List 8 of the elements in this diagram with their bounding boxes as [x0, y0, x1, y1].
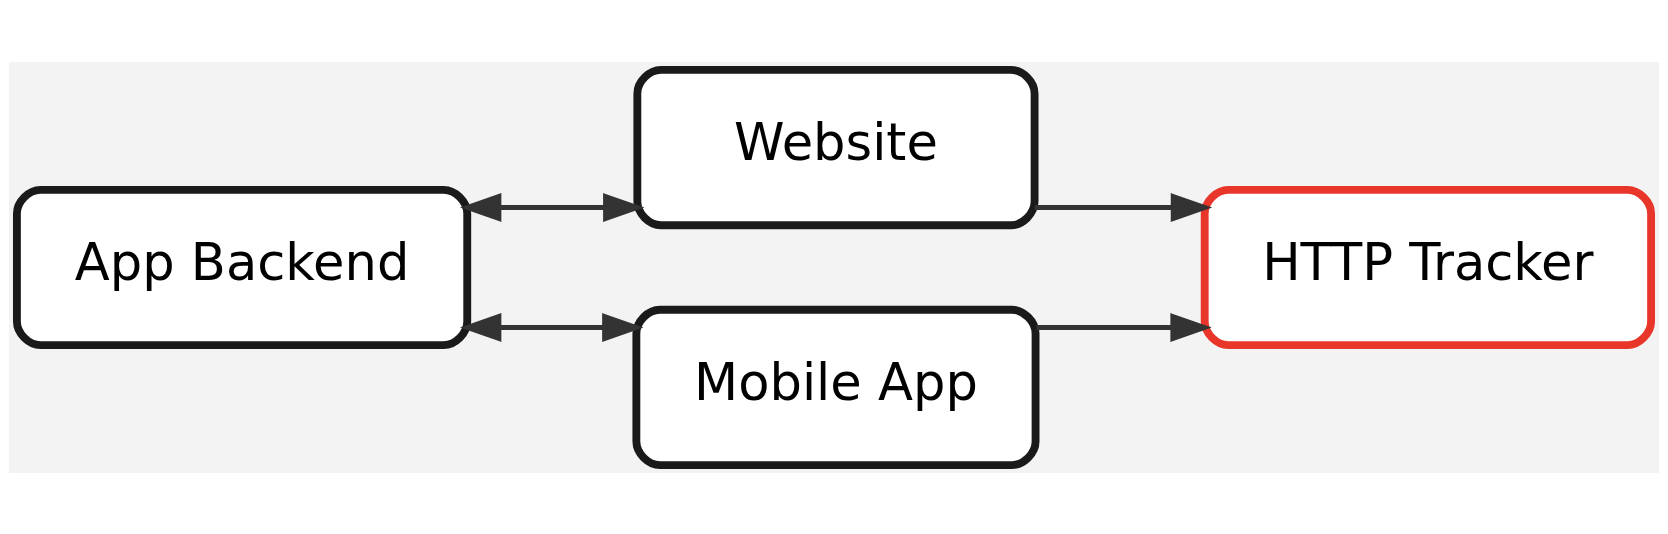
arrow — [460, 192, 645, 222]
node-box: HTTP Tracker — [1200, 185, 1655, 349]
node-box: Mobile App — [632, 305, 1040, 469]
arrow — [1036, 312, 1212, 342]
node-box: Website — [633, 65, 1039, 229]
arrow — [460, 312, 644, 342]
node-box: App Backend — [13, 185, 472, 349]
arrow — [1034, 192, 1213, 222]
